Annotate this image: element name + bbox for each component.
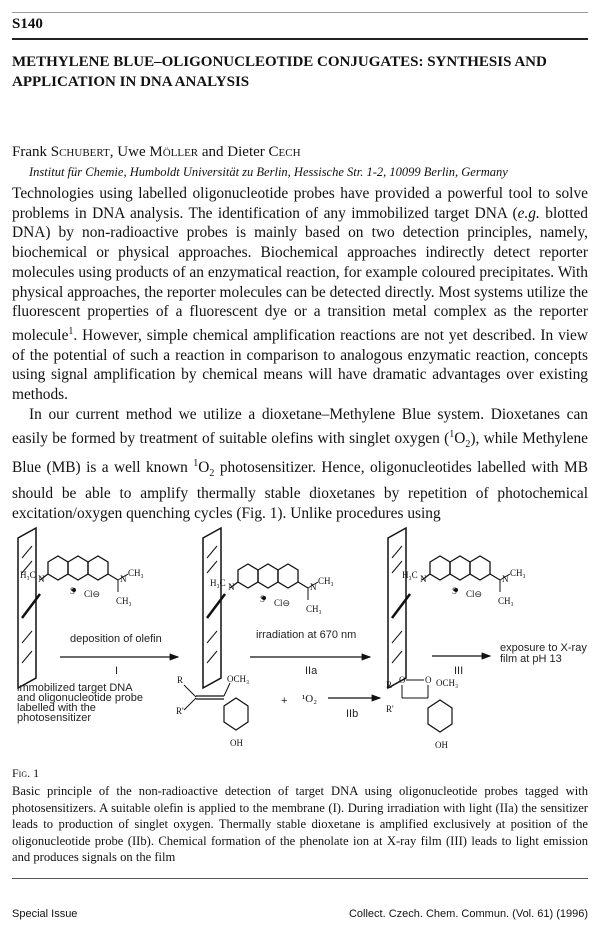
- footer-left: Special Issue: [12, 908, 78, 920]
- dioxetane-structure: R R' O O OCH₃ OH: [386, 675, 458, 750]
- svg-text:CH₃: CH₃: [318, 576, 334, 586]
- o-label: O: [399, 675, 406, 685]
- step2b-number: IIb: [346, 708, 358, 720]
- svg-text:CH₃: CH₃: [498, 596, 514, 606]
- paragraph: In our current method we utilize a dioxe…: [12, 405, 588, 524]
- text: ), while Methylene Blue (MB) is a well k…: [12, 429, 588, 477]
- text: e.g.: [517, 204, 540, 222]
- reference-link[interactable]: 1: [68, 325, 74, 337]
- step3-label: film at pH 13: [500, 653, 562, 665]
- svg-text:H₃C: H₃C: [210, 578, 226, 588]
- top-rule: [12, 12, 588, 13]
- och3-label: OCH₃: [227, 674, 249, 684]
- sup: 1: [449, 428, 455, 440]
- body-text: Technologies using labelled oligonucleot…: [12, 184, 588, 524]
- author-last: Schubert: [50, 144, 110, 160]
- step2-number: IIa: [305, 665, 318, 677]
- figure-legend: immobilized target DNA and oligonucleoti…: [17, 682, 143, 724]
- svg-text:Cl⊖: Cl⊖: [274, 598, 290, 608]
- text: O: [454, 429, 466, 447]
- footer-right: Collect. Czech. Chem. Commun. (Vol. 61) …: [348, 908, 588, 920]
- svg-text:Cl⊖: Cl⊖: [466, 589, 482, 599]
- figure-label: Fig. 1: [12, 766, 40, 780]
- step1-label: deposition of olefin: [70, 633, 162, 645]
- oh-label: OH: [230, 738, 243, 748]
- text: O: [198, 459, 210, 477]
- legend-line: photosensitizer: [17, 712, 91, 724]
- r-label: R': [386, 704, 394, 714]
- affiliation: Institut für Chemie, Humboldt Universitä…: [29, 165, 508, 179]
- legend-line: labelled with the: [17, 702, 96, 714]
- svg-text:S: S: [260, 594, 265, 604]
- page-number: S140: [12, 16, 43, 32]
- sub: 2: [465, 438, 471, 450]
- author-last: Möller: [149, 144, 199, 160]
- svg-text:H₃C: H₃C: [402, 570, 418, 580]
- svg-text:N: N: [502, 574, 509, 584]
- r-label: R: [386, 680, 392, 690]
- text: In our current method we utilize a dioxe…: [12, 405, 588, 447]
- svg-text:CH₃: CH₃: [128, 568, 144, 578]
- step3-number: III: [454, 665, 463, 677]
- o-label: O: [425, 675, 432, 685]
- svg-text:N: N: [120, 574, 127, 584]
- r-label: R: [177, 675, 183, 685]
- step2-label: irradiation at 670 nm: [256, 629, 356, 641]
- svg-text:Cl⊖: Cl⊖: [84, 589, 100, 599]
- text: blotted DNA) by non-radioactive probes i…: [12, 204, 588, 345]
- och3-label: OCH₃: [436, 678, 458, 688]
- svg-text:CH₃: CH₃: [306, 604, 322, 614]
- authors: Frank Schubert, Uwe Möller and Dieter Ce…: [12, 144, 301, 161]
- author-sep: and Dieter: [198, 144, 269, 160]
- author-sep: , Uwe: [109, 144, 150, 160]
- oh-label: OH: [435, 740, 448, 750]
- header-rule: [12, 38, 588, 40]
- legend-line: immobilized target DNA: [17, 682, 133, 694]
- text: Technologies using labelled oligonucleot…: [12, 185, 588, 222]
- svg-text:N: N: [310, 582, 317, 592]
- svg-text:N: N: [228, 582, 235, 592]
- author-last: Cech: [268, 144, 301, 160]
- svg-text:H₃C: H₃C: [20, 570, 36, 580]
- step3-label: exposure to X-ray: [500, 642, 587, 654]
- footer-rule: [12, 878, 588, 879]
- text: photosensitizer. Hence, oligonucleotides…: [12, 459, 588, 523]
- r-label: R': [176, 706, 184, 716]
- olefin-structure: R R' OCH₃ OH: [176, 674, 249, 748]
- svg-text:S: S: [452, 586, 457, 596]
- svg-text:N: N: [38, 574, 45, 584]
- legend-line: and oligonucleotide probe: [17, 692, 143, 704]
- singlet-oxygen: ¹O₂: [302, 693, 317, 705]
- sup: 1: [193, 458, 199, 470]
- step1-number: I: [115, 665, 118, 677]
- svg-text:S: S: [70, 586, 75, 596]
- article-title: METHYLENE BLUE–OLIGONUCLEOTIDE CONJUGATE…: [12, 54, 547, 90]
- author-first: Frank: [12, 144, 51, 160]
- sub: 2: [209, 468, 215, 480]
- text: . However, simple chemical amplification…: [12, 327, 588, 404]
- paragraph: Technologies using labelled oligonucleot…: [12, 184, 588, 405]
- figure-caption: Basic principle of the non-radioactive d…: [12, 784, 588, 864]
- svg-text:CH₃: CH₃: [510, 568, 526, 578]
- svg-text:N: N: [420, 574, 427, 584]
- svg-text:CH₃: CH₃: [116, 596, 132, 606]
- plus-sign: +: [281, 695, 287, 707]
